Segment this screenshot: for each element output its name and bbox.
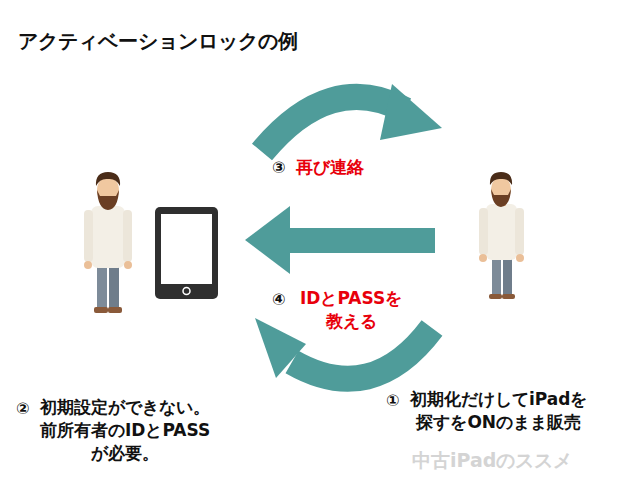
diagram-title: アクティベーションロックの例 [18, 28, 298, 55]
arrow-head [380, 84, 442, 140]
ipad-icon [155, 207, 218, 299]
callout-number: ① [386, 390, 400, 412]
arrow-head [255, 318, 306, 378]
straight-arrow [285, 228, 435, 253]
person-figure [479, 172, 524, 299]
arc-arrow [292, 328, 432, 379]
arrow-head [245, 206, 290, 274]
note-text: 初期設定ができない。 前所有者のIDとPASS が必要。 [40, 396, 210, 465]
step-label: 再び連絡 [296, 156, 364, 179]
callout-number: ④ [272, 289, 286, 311]
step-label: IDとPASSを 教える [300, 287, 402, 333]
person-figure [84, 172, 132, 313]
callout-number: ③ [272, 157, 286, 179]
note-text: 初期化だけしてiPadを 探すをONのまま販売 [410, 388, 587, 434]
watermark: 中古iPadのススメ [412, 448, 572, 474]
callout-number: ② [16, 398, 30, 420]
